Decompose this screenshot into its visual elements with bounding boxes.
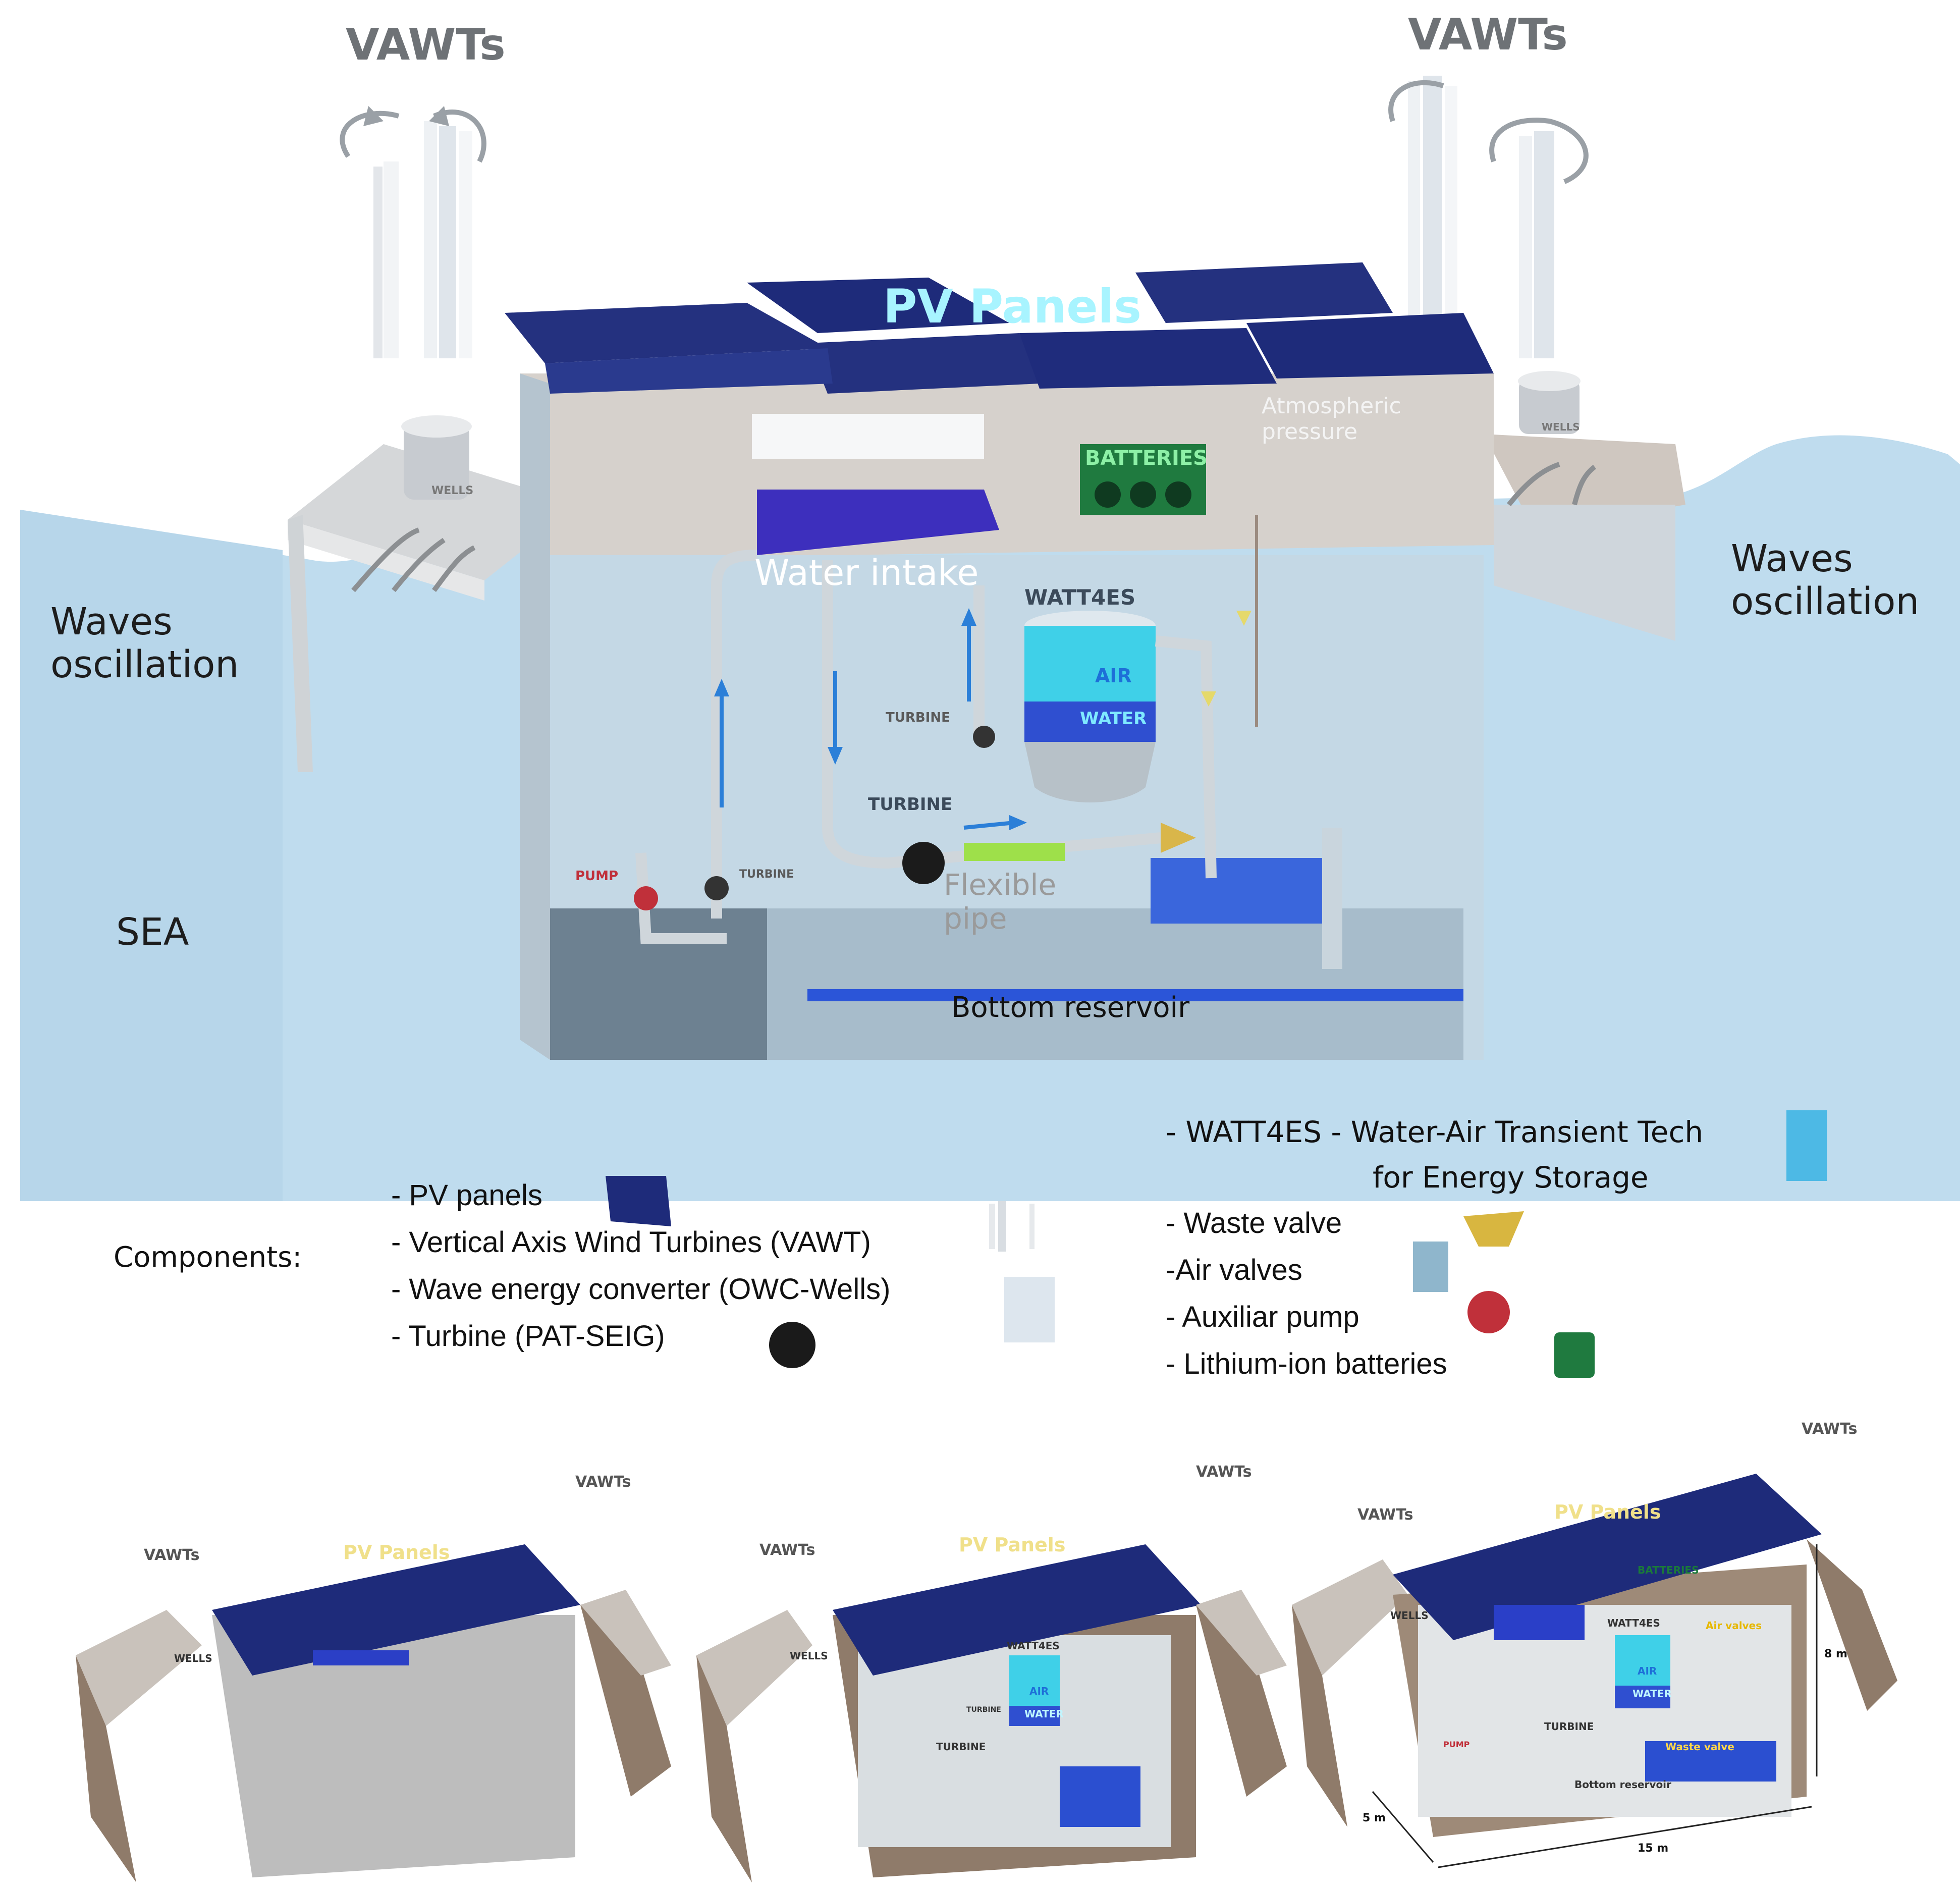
mini3-turbine: TURBINE <box>1544 1720 1594 1733</box>
turbine-upper-label: TURBINE <box>886 710 950 725</box>
mini3-watt4es: WATT4ES <box>1607 1617 1660 1629</box>
legend-item-auxiliar-pump: - Auxiliar pump <box>1166 1301 1359 1333</box>
owc-left <box>288 415 580 772</box>
vawt-icon <box>989 1204 995 1249</box>
legend-item-pv-panels: - PV panels <box>391 1179 542 1212</box>
mini3-vawt-left: VAWTs <box>1357 1506 1413 1524</box>
main-turbine <box>902 842 945 884</box>
turbine-icon <box>769 1322 815 1368</box>
vawt-label-right: VAWTs <box>1408 10 1568 60</box>
air-valve-icon <box>1413 1242 1448 1292</box>
upper-turbine <box>973 726 995 748</box>
watt4es-label: WATT4ES <box>1024 585 1136 610</box>
turbine-small-label: TURBINE <box>739 868 794 881</box>
vawt-left-group <box>340 106 486 358</box>
legend-item-owc-wells: - Wave energy converter (OWC-Wells) <box>391 1273 891 1306</box>
mini-view-2 <box>696 1544 1287 1882</box>
bottom-reservoir-label: Bottom reservoir <box>951 991 1190 1024</box>
air-valve-2 <box>1201 691 1216 707</box>
mini3-water: WATER <box>1632 1688 1672 1700</box>
mini3-vawt-right: VAWTs <box>1802 1420 1858 1438</box>
sea-wave-shade <box>20 510 283 1201</box>
mini2-vawt-right: VAWTs <box>1196 1463 1252 1481</box>
waste-valve <box>1161 823 1196 853</box>
flexible-pipe <box>964 843 1065 861</box>
mini1-vawt-left: VAWTs <box>144 1546 200 1564</box>
small-turbine <box>704 876 729 900</box>
turbine-main-label: TURBINE <box>868 794 953 815</box>
water-intake-label: Water intake <box>754 552 979 594</box>
mini3-dim-height: 8 m <box>1824 1648 1847 1660</box>
owc-wells-icon <box>1004 1277 1055 1342</box>
mini3-pv-label: PV Panels <box>1554 1501 1661 1523</box>
mini1-wells: WELLS <box>174 1652 212 1664</box>
legend-item-vawt: - Vertical Axis Wind Turbines (VAWT) <box>391 1226 871 1259</box>
batteries-unit <box>1080 444 1206 515</box>
pump-icon <box>1467 1291 1510 1333</box>
pipe-network <box>635 550 1217 944</box>
mini2-vawt-left: VAWTs <box>759 1541 815 1559</box>
owc-right <box>1484 371 1685 641</box>
mini2-pv-label: PV Panels <box>959 1534 1066 1556</box>
main-structure <box>520 373 1494 1060</box>
vawt-label-left: VAWTs <box>346 20 506 70</box>
mini3-air-valves: Air valves <box>1706 1620 1762 1632</box>
mini3-waste-valve: Waste valve <box>1665 1741 1734 1753</box>
water-label: WATER <box>1080 709 1147 729</box>
pv-panel-icon <box>606 1176 671 1226</box>
waste-valve-icon <box>1463 1211 1524 1247</box>
mini2-wells: WELLS <box>790 1650 828 1662</box>
legend-item-watt4es: - WATT4ES - Water-Air Transient Tech <box>1166 1115 1704 1149</box>
atmospheric-pressure-label: Atmospheric pressure <box>1262 393 1401 445</box>
legend-item-watt4es-line2: for Energy Storage <box>1373 1160 1649 1195</box>
pv-panels-label: PV Panels <box>883 280 1141 334</box>
waves-oscillation-left-label: Waves oscillation <box>50 600 239 687</box>
pump-label: PUMP <box>575 869 619 884</box>
flow-arrows <box>714 608 1027 830</box>
mini-view-3 <box>1292 1474 1897 1868</box>
mini3-dim-width: 15 m <box>1638 1842 1669 1855</box>
legend-left-list: - PV panels - Vertical Axis Wind Turbine… <box>391 1178 890 1366</box>
components-title: Components: <box>114 1241 302 1274</box>
pump <box>634 886 658 910</box>
sea-label: SEA <box>116 910 189 954</box>
mini2-water: WATER <box>1024 1708 1064 1720</box>
mini2-watt4es: WATT4ES <box>1007 1640 1060 1652</box>
flexible-pipe-label: Flexible pipe <box>944 868 1057 936</box>
batteries-label: BATTERIES <box>1085 447 1208 470</box>
watt4es-icon <box>1786 1110 1827 1181</box>
legend-icons <box>606 1110 1827 1378</box>
mini3-dim-depth: 5 m <box>1363 1812 1386 1824</box>
mini3-batteries: BATTERIES <box>1638 1564 1699 1576</box>
mini3-air: AIR <box>1638 1665 1657 1677</box>
mini3-pump: PUMP <box>1443 1740 1470 1749</box>
mini2-turbine-small: TURBINE <box>966 1706 1001 1714</box>
legend-item-turbine: - Turbine (PAT-SEIG) <box>391 1320 665 1353</box>
air-label: AIR <box>1095 665 1132 687</box>
mini3-wells: WELLS <box>1390 1609 1429 1622</box>
pv-panel-array <box>505 262 1494 394</box>
waves-oscillation-right-label: Waves oscillation <box>1731 537 1920 624</box>
wells-right-label: WELLS <box>1542 421 1580 433</box>
battery-icon <box>1554 1332 1595 1378</box>
mini3-bottom-reservoir: Bottom reservoir <box>1574 1778 1671 1791</box>
mini2-turbine: TURBINE <box>936 1741 986 1753</box>
legend-item-batteries: - Lithium-ion batteries <box>1166 1347 1447 1380</box>
legend-item-waste-valve: - Waste valve <box>1166 1207 1342 1239</box>
air-valve-1 <box>1236 611 1251 626</box>
mini2-air: AIR <box>1029 1685 1049 1697</box>
wells-left-label: WELLS <box>431 484 474 497</box>
mini-view-1 <box>76 1544 671 1882</box>
mini1-vawt-right: VAWTs <box>575 1473 631 1491</box>
legend-item-air-valves: -Air valves <box>1166 1254 1302 1286</box>
mini1-pv-label: PV Panels <box>343 1541 450 1563</box>
watt4es-tank <box>1024 611 1156 802</box>
legend-right-list: - Waste valve -Air valves - Auxiliar pum… <box>1166 1206 1447 1394</box>
